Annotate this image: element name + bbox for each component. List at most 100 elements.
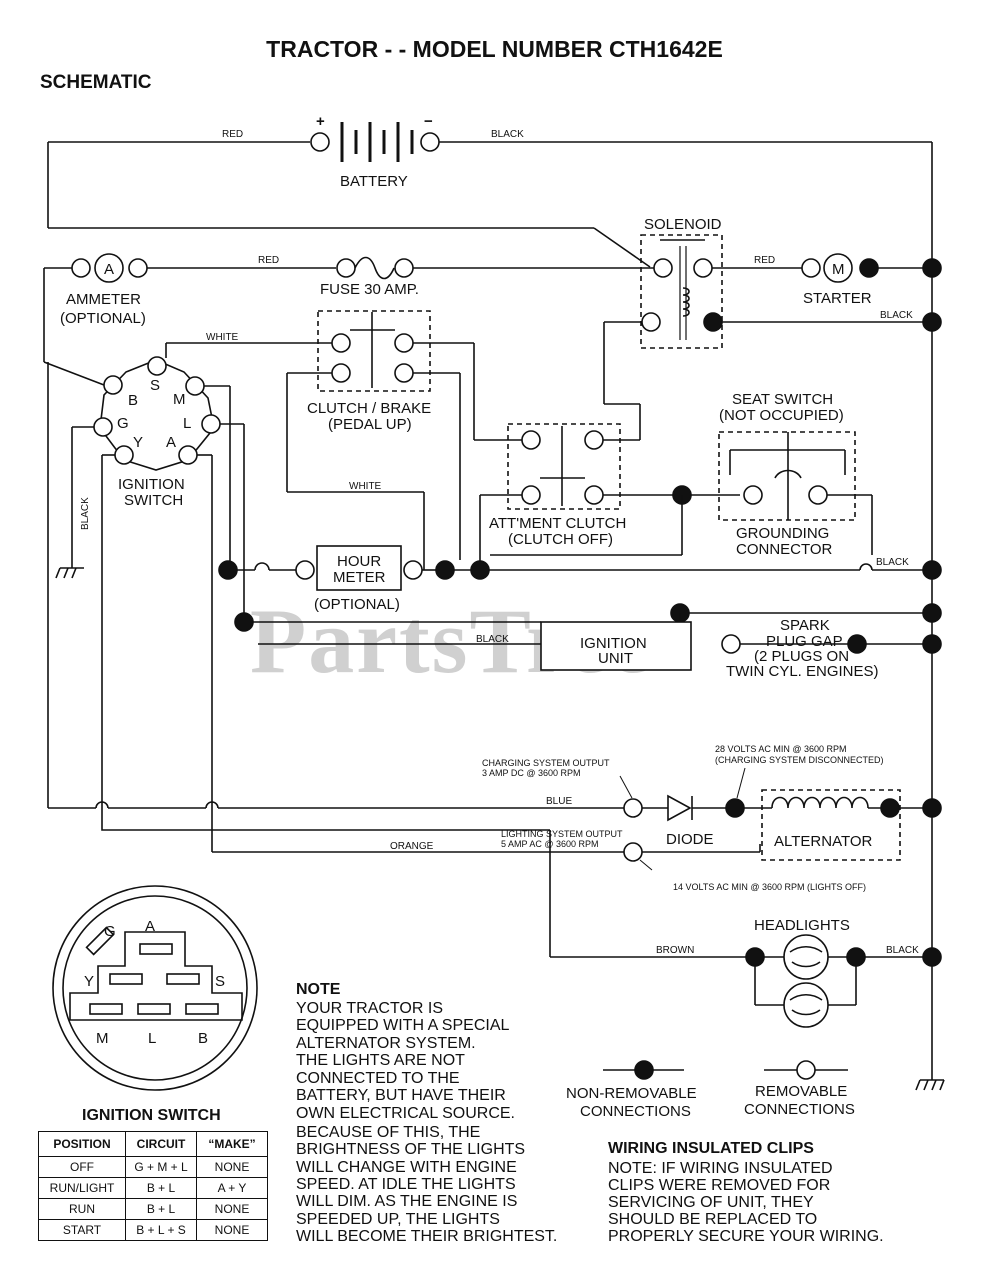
table-cell: OFF — [38, 1156, 126, 1178]
note-line: EQUIPPED WITH A SPECIAL — [296, 1017, 510, 1034]
non-removable-dot — [634, 1060, 654, 1080]
terminal-g: G — [117, 415, 129, 432]
note-line: SPEED. AT IDLE THE LIGHTS — [296, 1176, 516, 1193]
clips-line: PROPERLY SECURE YOUR WIRING. — [608, 1228, 884, 1245]
column-header: CIRCUIT — [125, 1131, 197, 1157]
alternator-label: ALTERNATOR — [774, 833, 873, 850]
battery-plus: + — [316, 113, 325, 130]
battery-label: BATTERY — [340, 173, 408, 190]
non-removable-label: NON-REMOVABLE — [566, 1085, 697, 1102]
ignition-switch: B S M L G Y A IGNITION SWITCH BLACK — [55, 356, 245, 800]
connection-legend: NON-REMOVABLE CONNECTIONS REMOVABLE CONN… — [566, 1060, 855, 1120]
note-line: BATTERY, BUT HAVE THEIR — [296, 1087, 506, 1104]
wire-label-red: RED — [222, 129, 243, 140]
note-line: WILL DIM. AS THE ENGINE IS — [296, 1193, 518, 1210]
note-line: ALTERNATOR SYSTEM. — [296, 1035, 476, 1052]
diode-label: DIODE — [666, 831, 714, 848]
table-cell: B + L — [125, 1198, 197, 1220]
headlights-label: HEADLIGHTS — [754, 917, 850, 934]
terminal-b: B — [128, 392, 138, 409]
table-header-row: POSITION CIRCUIT “MAKE” — [38, 1131, 268, 1157]
note-line: BECAUSE OF THIS, THE — [296, 1124, 481, 1141]
non-removable-sub: CONNECTIONS — [580, 1103, 691, 1120]
seat-switch-label: SEAT SWITCH — [732, 391, 833, 408]
attachment-clutch-switch: ATT'MENT CLUTCH (CLUTCH OFF) — [479, 321, 740, 570]
note-line: SPEEDED UP, THE LIGHTS — [296, 1211, 500, 1228]
clutch-brake-label: CLUTCH / BRAKE — [307, 400, 431, 417]
face-terminal-m: M — [96, 1030, 109, 1047]
starter-symbol: M — [832, 261, 845, 278]
solenoid: SOLENOID RED — [640, 216, 802, 349]
clutch-brake-switch: CLUTCH / BRAKE (PEDAL UP) WHITE WHITE — [165, 310, 522, 570]
ammeter-optional: (OPTIONAL) — [60, 310, 146, 327]
face-terminal-b: B — [198, 1030, 208, 1047]
terminal-s: S — [150, 377, 160, 394]
lighting-output-1: LIGHTING SYSTEM OUTPUT — [501, 829, 623, 839]
removable-label: REMOVABLE — [755, 1083, 847, 1100]
hour-meter-optional: (OPTIONAL) — [314, 596, 400, 613]
clips-line: NOTE: IF WIRING INSULATED — [608, 1160, 833, 1177]
ignition-unit-sub: UNIT — [598, 650, 633, 667]
note-line: THE LIGHTS ARE NOT — [296, 1052, 465, 1069]
ignition-unit-label: IGNITION — [580, 635, 647, 652]
table-cell: B + L + S — [125, 1219, 197, 1241]
wire-label-red-2: RED — [258, 255, 279, 266]
grounding-sub: CONNECTOR — [736, 541, 833, 558]
volts28-1: 28 VOLTS AC MIN @ 3600 RPM — [715, 744, 847, 754]
wire-label-white-2: WHITE — [349, 481, 382, 492]
clutch-brake-sub: (PEDAL UP) — [328, 416, 412, 433]
note-title: NOTE — [296, 981, 341, 998]
note-line: WILL CHANGE WITH ENGINE — [296, 1159, 517, 1176]
note-line: CONNECTED TO THE — [296, 1070, 460, 1087]
table-cell: NONE — [196, 1219, 268, 1241]
headlights: HEADLIGHTS BROWN BLACK — [656, 917, 945, 1091]
ammeter-fuse-line: A AMMETER (OPTIONAL) FUSE 30 AMP. RED — [43, 253, 654, 386]
terminal-a: A — [166, 434, 176, 451]
starter-label: STARTER — [803, 290, 872, 307]
lighting-output-2: 5 AMP AC @ 3600 RPM — [501, 839, 599, 849]
column-header: “MAKE” — [196, 1131, 268, 1157]
wire-label-black: BLACK — [491, 129, 524, 140]
charging-output-2: 3 AMP DC @ 3600 RPM — [482, 768, 581, 778]
hour-meter-line: HOUR METER (OPTIONAL) BLACK — [218, 545, 942, 613]
face-terminal-l: L — [148, 1030, 156, 1047]
table-row: START B + L + S NONE — [38, 1219, 268, 1241]
note-line: WILL BECOME THEIR BRIGHTEST. — [296, 1228, 558, 1245]
charging-output-1: CHARGING SYSTEM OUTPUT — [482, 758, 610, 768]
face-terminal-y: Y — [84, 973, 94, 990]
spark-line2: PLUG GAP — [766, 633, 843, 650]
battery-minus: − — [424, 113, 433, 130]
table-cell: B + L — [125, 1177, 197, 1199]
table-cell: RUN — [38, 1198, 126, 1220]
table-cell: NONE — [196, 1198, 268, 1220]
ignition-switch-label: IGNITION — [118, 476, 185, 493]
note-line: BRIGHTNESS OF THE LIGHTS — [296, 1141, 526, 1158]
ignition-unit-line: IGNITION UNIT BLACK SPARK PLUG GAP (2 PL… — [234, 603, 942, 680]
page-title: TRACTOR - - MODEL NUMBER CTH1642E — [266, 36, 723, 62]
wire-label-black-3: BLACK — [80, 497, 91, 530]
ignition-switch-face: A G Y S M L B — [52, 885, 258, 1091]
spark-line3: (2 PLUGS ON — [754, 648, 849, 665]
seat-switch-sub: (NOT OCCUPIED) — [719, 407, 844, 424]
table-cell: NONE — [196, 1156, 268, 1178]
ignition-table-caption: IGNITION SWITCH — [82, 1107, 221, 1124]
wire-label-red-3: RED — [754, 255, 775, 266]
spark-line4: TWIN CYL. ENGINES) — [726, 663, 879, 680]
wire-label-white: WHITE — [206, 332, 239, 343]
clips-line: SERVICING OF UNIT, THEY — [608, 1194, 814, 1211]
attment-clutch-sub: (CLUTCH OFF) — [508, 531, 613, 548]
face-terminal-a: A — [145, 918, 155, 935]
table-cell: RUN/LIGHT — [38, 1177, 126, 1199]
face-terminal-s: S — [215, 973, 225, 990]
terminal-l: L — [183, 415, 191, 432]
seat-switch: SEAT SWITCH (NOT OCCUPIED) GROUNDING CON… — [718, 391, 873, 558]
battery: + − BATTERY RED BLACK — [47, 113, 933, 1080]
volts28-2: (CHARGING SYSTEM DISCONNECTED) — [715, 755, 884, 765]
hour-meter-label: HOUR — [337, 553, 381, 570]
volts14: 14 VOLTS AC MIN @ 3600 RPM (LIGHTS OFF) — [673, 882, 866, 892]
table-row: OFF G + M + L NONE — [38, 1156, 268, 1178]
terminal-m: M — [173, 391, 186, 408]
ammeter-label: AMMETER — [66, 291, 141, 308]
ignition-switch-sub: SWITCH — [124, 492, 183, 509]
clips-line: SHOULD BE REPLACED TO — [608, 1211, 818, 1228]
